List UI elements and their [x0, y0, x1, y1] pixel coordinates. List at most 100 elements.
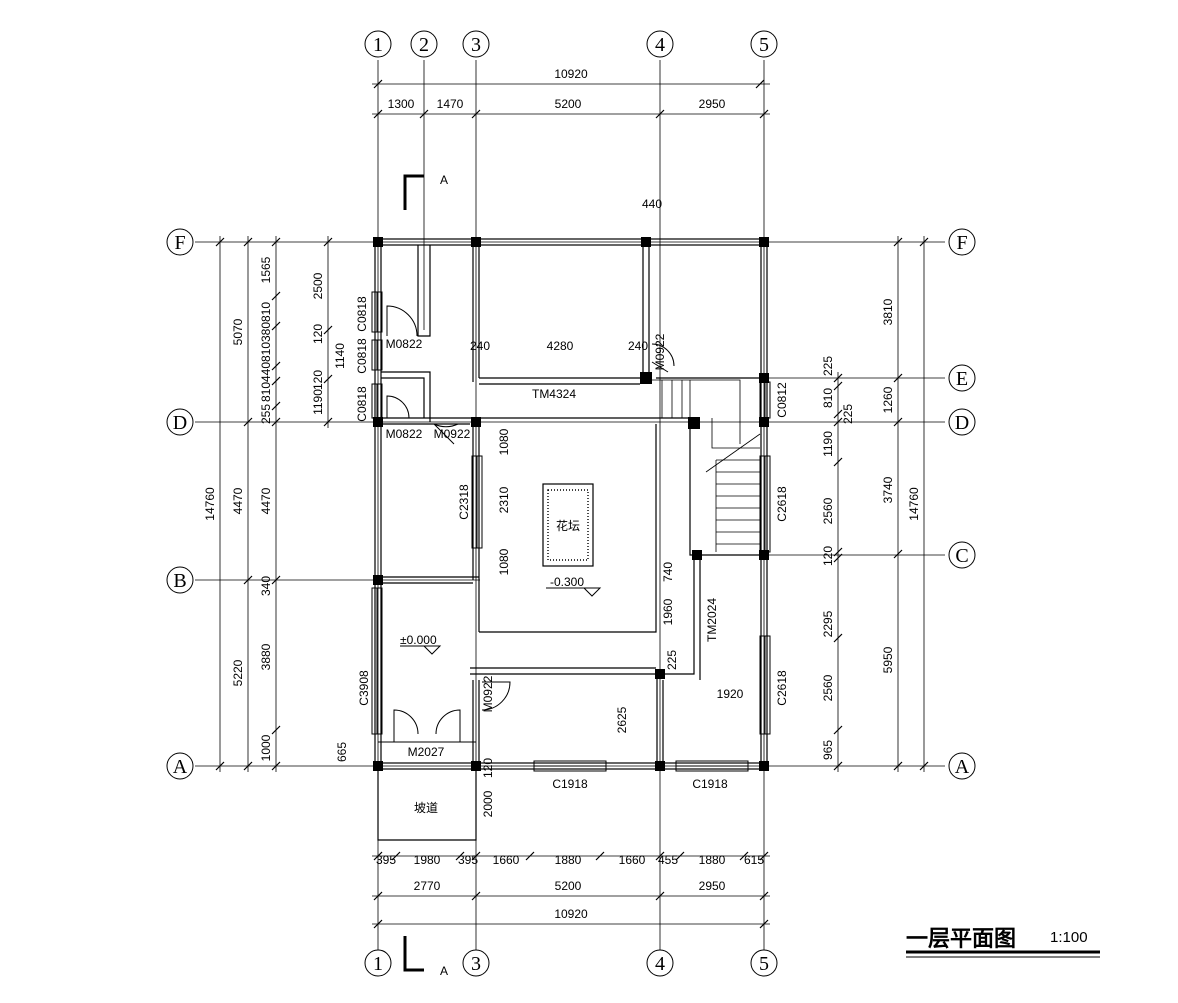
- dim-right-total: 14760: [907, 487, 921, 521]
- dim-right-1: 5950: [881, 646, 895, 673]
- drawing-scale: 1:100: [1050, 929, 1088, 946]
- dim-bottom-mid: 5200: [555, 879, 582, 893]
- dim-left-5: 810: [259, 342, 273, 362]
- axis-label-top-5: 5: [759, 34, 769, 56]
- door-label: M0822: [386, 337, 423, 351]
- dim-left-5: 1565: [259, 256, 273, 283]
- dim-bottom-detail: 395: [458, 853, 478, 867]
- axis-label-right-c: C: [955, 545, 968, 567]
- axis-label-right-e: E: [956, 368, 968, 390]
- axis-label-left-b: B: [173, 570, 186, 592]
- dim-inner: 4280: [547, 339, 574, 353]
- dim-inner: 2000: [481, 790, 495, 817]
- dim-right-2: 2560: [821, 674, 835, 701]
- dim-left-5: 120: [311, 324, 325, 344]
- dim-left-5: 810: [259, 302, 273, 322]
- dim-top: 1470: [437, 97, 464, 111]
- dim-bottom-detail: 1880: [555, 853, 582, 867]
- dim-left-5: 340: [259, 576, 273, 596]
- room-label: 花坛: [556, 518, 580, 533]
- window-label: C0818: [355, 296, 369, 332]
- axis-label-right-d: D: [955, 412, 969, 434]
- window-label: C0818: [355, 386, 369, 422]
- dim-bottom-mid: 2950: [699, 879, 726, 893]
- section-label-bottom: A: [440, 964, 448, 978]
- dim-left-5: 380: [259, 322, 273, 342]
- dim-left-3: 3880: [259, 643, 273, 670]
- stairs: [652, 379, 761, 552]
- dim-left-4: 2500: [311, 272, 325, 299]
- dim-left-5: 440: [259, 362, 273, 382]
- door-label: M0922: [434, 427, 471, 441]
- axis-label-left-a: A: [173, 756, 188, 778]
- dim-right-2: 1190: [821, 431, 835, 457]
- columns: [373, 237, 769, 771]
- window-label: C3908: [357, 670, 371, 706]
- axis-label-top-3: 3: [471, 34, 481, 56]
- dim-right-1: 3740: [881, 476, 895, 503]
- axis-label-bottom-1: 1: [373, 953, 383, 975]
- axis-label-top-2: 2: [419, 34, 429, 56]
- dim-inner: 440: [642, 197, 662, 211]
- door-label: M0922: [653, 333, 667, 370]
- dim-top: 5200: [555, 97, 582, 111]
- dim-right-1: 3810: [881, 298, 895, 325]
- axis-label-right-a: A: [955, 756, 970, 778]
- dim-bottom-detail: 615: [744, 853, 764, 867]
- dimension-ticks: [215, 79, 929, 929]
- dim-right-2: 965: [821, 740, 835, 760]
- dim-inner: 2310: [497, 486, 511, 513]
- axis-label-right-f: F: [956, 232, 967, 254]
- opening-label: TM4324: [532, 387, 576, 401]
- dim-bottom-mid: 2770: [414, 879, 441, 893]
- axis-labels: 1 2 3 4 5 1 3 4 5 F D B A F E D C A: [173, 34, 970, 975]
- dim-inner: 740: [661, 562, 675, 582]
- door-label: M0922: [481, 675, 495, 712]
- elevation-marks: [400, 587, 602, 655]
- door-label: M2027: [408, 745, 445, 759]
- dim-left-3: 4470: [259, 487, 273, 514]
- door-label: M0822: [386, 427, 423, 441]
- dim-inner: 225: [665, 650, 679, 670]
- flower-bed: [542, 483, 594, 567]
- window-label: C0812: [775, 382, 789, 418]
- axis-label-bottom-3: 3: [471, 953, 481, 975]
- dim-left-4: 1140: [333, 343, 347, 369]
- window-marks: [371, 291, 771, 772]
- dim-bottom-detail: 1880: [699, 853, 726, 867]
- dim-bottom-detail: 455: [658, 853, 678, 867]
- dim-bottom-detail: 1660: [619, 853, 646, 867]
- axis-label-bottom-5: 5: [759, 953, 769, 975]
- dim-right-1: 1260: [881, 386, 895, 413]
- dim-left-5: 810: [259, 382, 273, 402]
- dim-bottom-detail: 395: [376, 853, 396, 867]
- dim-left-4: 1190: [311, 389, 325, 415]
- dim-left-3: 1000: [259, 734, 273, 761]
- dim-inner: 120: [481, 758, 495, 778]
- dim-inner: 1080: [497, 548, 511, 575]
- dim-right-2: 225: [821, 356, 835, 376]
- axis-label-top-4: 4: [655, 34, 665, 56]
- elevation-courtyard: -0.300: [550, 575, 584, 589]
- dim-inner: 2625: [615, 706, 629, 733]
- dim-inner: 665: [335, 742, 349, 762]
- axis-label-left-d: D: [173, 412, 187, 434]
- walls: [374, 238, 768, 841]
- drawing-title: 一层平面图: [906, 927, 1016, 952]
- window-label: C2618: [775, 670, 789, 706]
- window-label: C1918: [552, 777, 588, 791]
- opening-label: TM2024: [705, 598, 719, 642]
- dim-left-5: 255: [259, 404, 273, 424]
- dim-inner: 1080: [497, 428, 511, 455]
- room-label: 坡道: [414, 801, 438, 815]
- axis-label-top-1: 1: [373, 34, 383, 56]
- dim-bottom-total: 10920: [554, 907, 588, 921]
- dim-left-2: 5220: [231, 659, 245, 686]
- dim-right-2: 810: [821, 388, 835, 408]
- elevation-entry: ±0.000: [400, 633, 437, 647]
- dim-inner: 1960: [661, 598, 675, 625]
- dim-left-total: 14760: [203, 487, 217, 521]
- dim-left-2: 5070: [231, 318, 245, 345]
